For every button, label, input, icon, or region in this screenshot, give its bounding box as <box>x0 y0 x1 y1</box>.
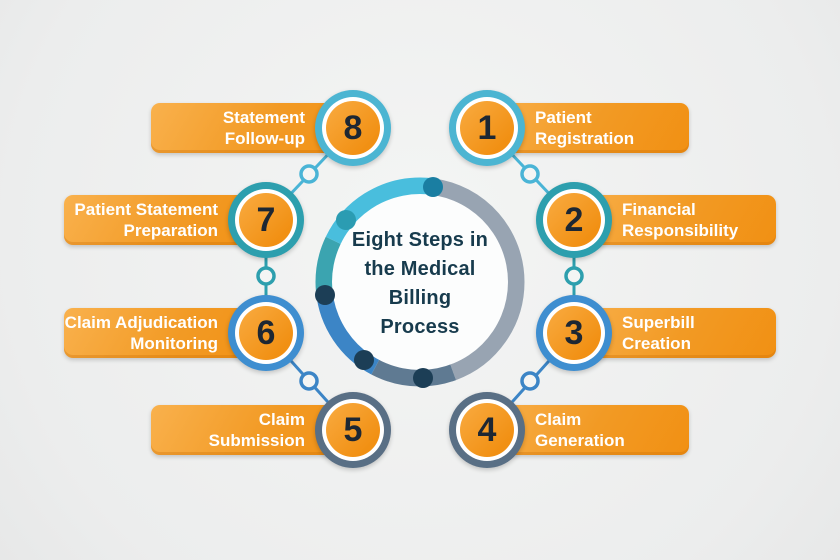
ring-dot-lower-left <box>354 350 374 370</box>
step-4-label: Claim Generation <box>535 410 625 450</box>
step-6-number: 6 <box>239 306 293 360</box>
ring-dot-left <box>315 285 335 305</box>
step-6-label: Claim Adjudication Monitoring <box>64 313 218 353</box>
step-7-number: 7 <box>239 193 293 247</box>
ring-dot-upper-left <box>336 210 356 230</box>
step-1-bar: Patient Registration <box>477 103 689 153</box>
connector-node-1-2 <box>520 164 540 184</box>
step-8-label: Statement Follow-up <box>222 108 305 148</box>
ring-dot-top <box>423 177 443 197</box>
step-3-label: Superbill Creation <box>622 313 695 353</box>
center-title-line-3: Billing <box>388 287 452 309</box>
step-7-label: Patient Statement Preparation <box>74 200 218 240</box>
connector-node-5-6 <box>299 371 319 391</box>
center-title-line-2: the Medical <box>364 258 476 280</box>
step-6-number-badge: 6 <box>228 295 304 371</box>
step-2-number: 2 <box>547 193 601 247</box>
step-2-label: Financial Responsibility <box>622 200 739 240</box>
step-5-number: 5 <box>326 403 380 457</box>
step-8-number: 8 <box>326 101 380 155</box>
step-5-label: Claim Submission <box>208 410 305 450</box>
step-2-number-badge: 2 <box>536 182 612 258</box>
step-1-number: 1 <box>460 101 514 155</box>
step-8-number-badge: 8 <box>315 90 391 166</box>
step-1-number-badge: 1 <box>449 90 525 166</box>
step-7-number-badge: 7 <box>228 182 304 258</box>
center-disc <box>332 194 508 370</box>
step-4-number-badge: 4 <box>449 392 525 468</box>
center-title-line-4: Process <box>380 316 460 338</box>
center-title: Eight Steps in the Medical Billing Proce… <box>320 226 520 342</box>
connector-node-6-7 <box>256 266 276 286</box>
connector-node-7-8 <box>299 164 319 184</box>
ring-segment-gray <box>315 177 525 387</box>
center-title-line-1: Eight Steps in <box>351 229 489 251</box>
ring-segment-cyan <box>315 177 525 387</box>
step-4-number: 4 <box>460 403 514 457</box>
ring-dot-bottom <box>413 368 433 388</box>
step-1-label: Patient Registration <box>535 108 635 148</box>
step-5-number-badge: 5 <box>315 392 391 468</box>
connector-node-3-4 <box>520 371 540 391</box>
ring-segment-teal <box>315 177 525 387</box>
step-3-number-badge: 3 <box>536 295 612 371</box>
connector-node-2-3 <box>564 266 584 286</box>
step-3-number: 3 <box>547 306 601 360</box>
